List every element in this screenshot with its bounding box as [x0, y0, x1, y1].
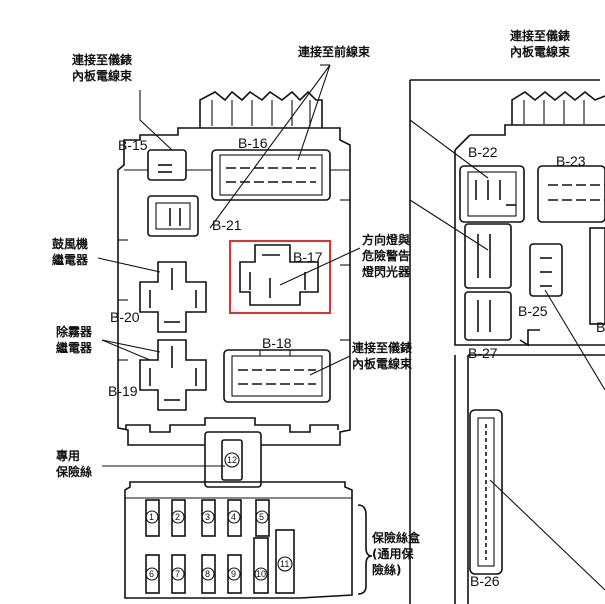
fuse-number-6: 6: [149, 569, 154, 579]
svg-text:險絲): 險絲): [372, 562, 402, 577]
label-b25: B-25: [518, 303, 548, 319]
label-b26: B-26: [470, 573, 500, 589]
svg-text:連接至儀錶: 連接至儀錶: [510, 28, 570, 43]
svg-text:危險警告: 危險警告: [361, 248, 410, 263]
label-b-partial: B: [596, 319, 605, 335]
fuse-number-10: 10: [256, 569, 266, 579]
svg-text:連接至儀錶: 連接至儀錶: [352, 340, 412, 355]
general-fuse-panel: [124, 481, 373, 599]
fuse-number-9: 9: [231, 569, 236, 579]
fuse-number-4: 4: [231, 512, 236, 522]
svg-text:燈閃光器: 燈閃光器: [362, 264, 411, 279]
front-harness-label: 連接至前線束: [298, 44, 371, 59]
dedicated-fuse-label: 專用 保險絲: [55, 448, 92, 479]
label-b20: B-20: [110, 309, 140, 325]
label-b27: B-27: [468, 345, 498, 361]
svg-text:繼電器: 繼電器: [56, 340, 93, 355]
label-b18: B-18: [262, 335, 292, 351]
fuse-number-12: 12: [227, 455, 237, 465]
svg-text:內板電線束: 內板電線束: [72, 68, 133, 83]
top-right-connector-label: 連接至儀錶 內板電線束: [510, 28, 571, 59]
svg-text:連接至前線束: 連接至前線束: [298, 44, 371, 59]
svg-text:鼓風機: 鼓風機: [52, 236, 88, 251]
svg-text:內板電線束: 內板電線束: [352, 356, 413, 371]
label-b21: B-21: [212, 217, 242, 233]
svg-text:保險絲: 保險絲: [55, 464, 92, 479]
fuse-number-1: 1: [149, 512, 154, 522]
svg-text:(通用保: (通用保: [372, 546, 414, 561]
svg-text:連接至儀錶: 連接至儀錶: [72, 52, 132, 67]
leader-lines: [97, 64, 605, 591]
fuse-number-8: 8: [205, 569, 210, 579]
turn-signal-flasher-label: 方向燈與 危險警告 燈閃光器: [361, 232, 411, 279]
svg-text:方向燈與: 方向燈與: [362, 232, 410, 247]
fuse-box-label: 保險絲盒 (通用保 險絲): [371, 530, 421, 577]
top-left-connector-label: 連接至儀錶 內板電線束: [72, 52, 133, 83]
label-b23: B-23: [556, 153, 586, 169]
fuse-number-5: 5: [259, 512, 264, 522]
label-b17: B-17: [293, 249, 323, 265]
label-b15: B-15: [118, 137, 148, 153]
svg-text:內板電線束: 內板電線束: [510, 44, 571, 59]
label-b22: B-22: [468, 144, 498, 160]
svg-text:保險絲盒: 保險絲盒: [371, 530, 421, 545]
fuse-number-7: 7: [175, 569, 180, 579]
label-b16: B-16: [238, 135, 268, 151]
fuse-number-2: 2: [175, 512, 180, 522]
fuse-number-11: 11: [280, 559, 289, 569]
b17-highlight-box: [229, 240, 331, 314]
svg-text:繼電器: 繼電器: [52, 252, 89, 267]
fuse-number-3: 3: [205, 512, 210, 522]
label-b19: B-19: [108, 383, 138, 399]
right-junction-block: [409, 79, 605, 604]
left-junction-block: [117, 90, 351, 488]
mid-right-connector-label: 連接至儀錶 內板電線束: [352, 340, 413, 371]
svg-text:專用: 專用: [56, 448, 80, 463]
svg-text:除霧器: 除霧器: [56, 324, 93, 339]
blower-relay-label: 鼓風機 繼電器: [52, 236, 89, 267]
defog-relay-label: 除霧器 繼電器: [56, 324, 93, 355]
